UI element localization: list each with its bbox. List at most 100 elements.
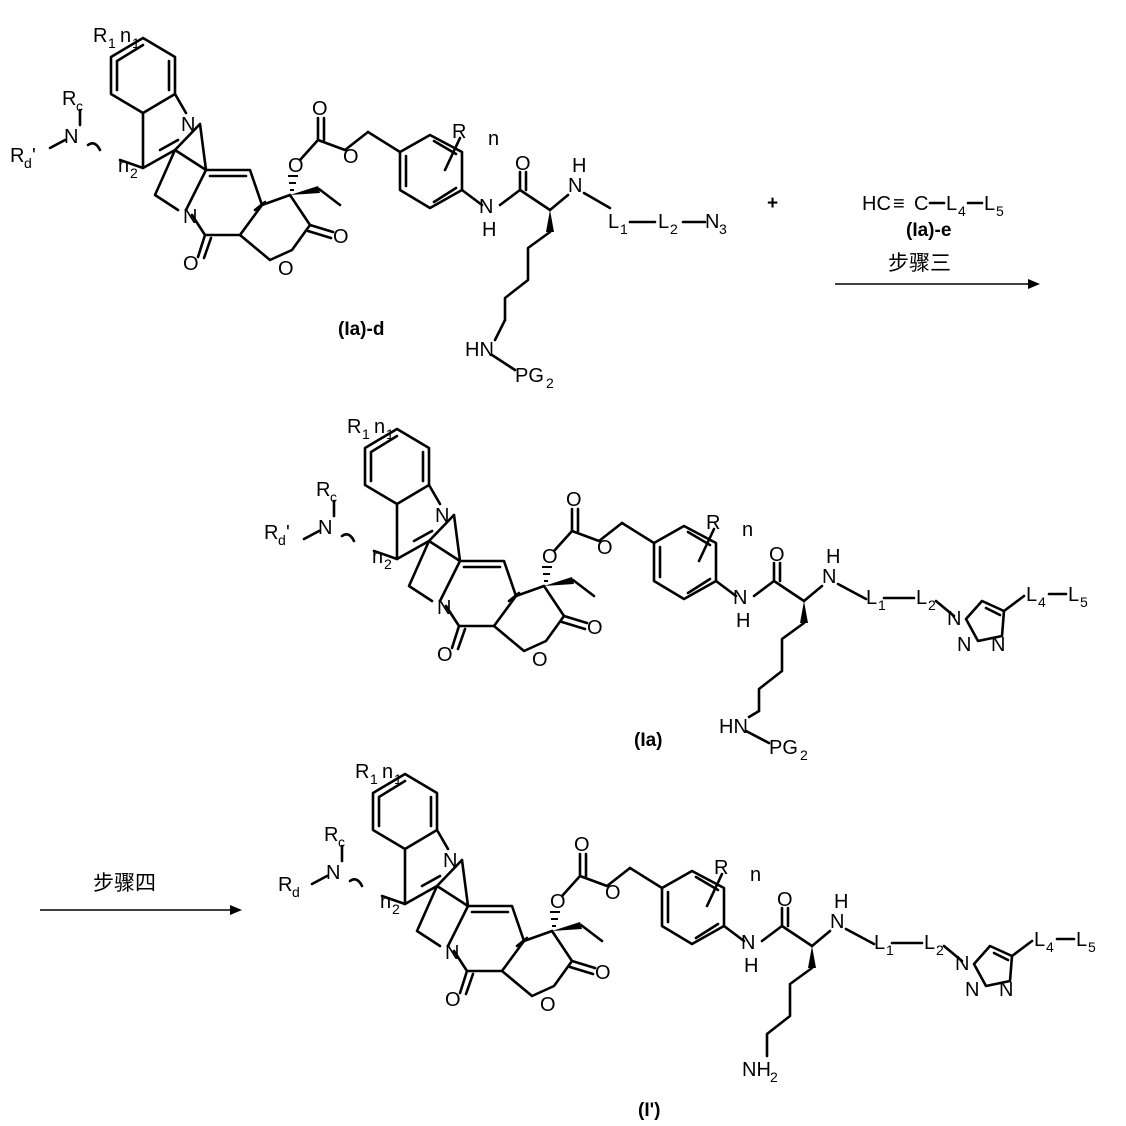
svg-text:2: 2 [770, 1069, 778, 1085]
compound-i-prime: N N N R c N R d R 1 n 1 n 2 N N O O O O … [278, 761, 1096, 1121]
svg-text:n: n [742, 519, 753, 541]
svg-text:L: L [608, 211, 619, 233]
svg-text:2: 2 [800, 747, 808, 763]
svg-text:N: N [181, 114, 195, 136]
svg-text:2: 2 [546, 375, 554, 391]
svg-text:R: R [347, 416, 361, 438]
svg-text:1: 1 [370, 771, 378, 787]
svg-text:O: O [587, 617, 603, 639]
svg-text:O: O [333, 226, 349, 248]
svg-text:O: O [542, 546, 558, 568]
svg-text:N: N [568, 175, 582, 197]
svg-text:n: n [118, 155, 129, 177]
reagent-ia-e: HC ≡ C L 4 L 5 (Ia)-e [862, 193, 1004, 241]
svg-text:N: N [318, 517, 332, 539]
svg-text:5: 5 [996, 203, 1004, 219]
svg-text:n: n [372, 546, 383, 568]
svg-text:H: H [736, 610, 750, 632]
svg-text:≡: ≡ [893, 193, 905, 215]
svg-text:O: O [183, 253, 199, 275]
svg-text:L: L [1034, 929, 1045, 951]
svg-text:1: 1 [386, 426, 394, 442]
svg-text:NH: NH [742, 1059, 771, 1081]
svg-text:O: O [574, 834, 590, 856]
svg-text:2: 2 [384, 556, 392, 572]
svg-text:N: N [443, 850, 457, 872]
svg-text:c: c [76, 98, 83, 114]
svg-text:O: O [566, 489, 582, 511]
svg-text:O: O [515, 153, 531, 175]
svg-text:R: R [93, 25, 107, 47]
svg-text:n: n [488, 128, 499, 150]
svg-text:N: N [741, 932, 755, 954]
svg-text:2: 2 [392, 901, 400, 917]
plus-sign: + [767, 193, 778, 214]
svg-text:c: c [338, 834, 345, 850]
svg-text:C: C [914, 193, 928, 215]
svg-text:R: R [714, 857, 728, 879]
svg-text:R: R [316, 479, 330, 501]
svg-text:2: 2 [670, 221, 678, 237]
svg-text:O: O [343, 146, 359, 168]
svg-text:N: N [999, 979, 1013, 1001]
svg-text:R: R [10, 145, 24, 167]
svg-text:O: O [540, 994, 556, 1016]
svg-text:O: O [777, 889, 793, 911]
svg-text:1: 1 [108, 35, 116, 51]
svg-text:n: n [750, 864, 761, 886]
svg-text:4: 4 [1038, 594, 1046, 610]
svg-text:n: n [120, 25, 131, 47]
svg-text:HN: HN [465, 339, 494, 361]
svg-text:n: n [382, 761, 393, 783]
svg-text:N: N [965, 979, 979, 1001]
svg-text:L: L [916, 587, 927, 609]
svg-text:N: N [64, 126, 78, 148]
svg-text:L: L [1026, 584, 1037, 606]
svg-text:H: H [744, 955, 758, 977]
svg-text:N: N [479, 196, 493, 218]
svg-text:d: d [292, 884, 300, 900]
svg-text:d: d [24, 155, 32, 171]
svg-text:c: c [330, 489, 337, 505]
svg-text:O: O [312, 98, 328, 120]
svg-text:L: L [874, 932, 885, 954]
svg-text:HC: HC [862, 193, 891, 215]
svg-text:L: L [1068, 584, 1079, 606]
svg-text:L: L [946, 193, 957, 215]
arrow-label-step-3: 步骤三 [888, 251, 951, 275]
svg-text:N: N [326, 862, 340, 884]
svg-text:1: 1 [620, 221, 628, 237]
svg-text:2: 2 [936, 942, 944, 958]
svg-text:L: L [1076, 929, 1087, 951]
svg-text:R: R [355, 761, 369, 783]
svg-text:1: 1 [394, 771, 402, 787]
label-i-prime: (I') [638, 1100, 660, 1121]
svg-text:H: H [826, 546, 840, 568]
svg-text:': ' [32, 145, 36, 167]
svg-text:O: O [605, 882, 621, 904]
svg-text:N: N [183, 206, 197, 228]
svg-text:O: O [445, 989, 461, 1011]
svg-text:L: L [984, 193, 995, 215]
svg-text:5: 5 [1088, 939, 1096, 955]
svg-text:R: R [278, 874, 292, 896]
svg-text:': ' [286, 522, 290, 544]
svg-text:O: O [769, 544, 785, 566]
label-ia-d: (Ia)-d [338, 319, 384, 340]
svg-text:N: N [957, 634, 971, 656]
svg-text:3: 3 [719, 221, 727, 237]
svg-text:1: 1 [886, 942, 894, 958]
reaction-arrow-step-3: 步骤三 [835, 251, 1040, 289]
svg-text:4: 4 [958, 203, 966, 219]
reaction-arrow-step-4: 步骤四 [40, 871, 242, 915]
svg-text:H: H [482, 219, 496, 241]
svg-text:R: R [706, 512, 720, 534]
compound-ia: N N N R c N R d ' R 1 n 1 n 2 N N O O O … [264, 416, 1088, 763]
svg-text:N: N [830, 911, 844, 933]
svg-text:1: 1 [878, 597, 886, 613]
svg-text:L: L [866, 587, 877, 609]
svg-text:O: O [550, 891, 566, 913]
svg-text:N: N [705, 211, 719, 233]
svg-text:N: N [822, 566, 836, 588]
